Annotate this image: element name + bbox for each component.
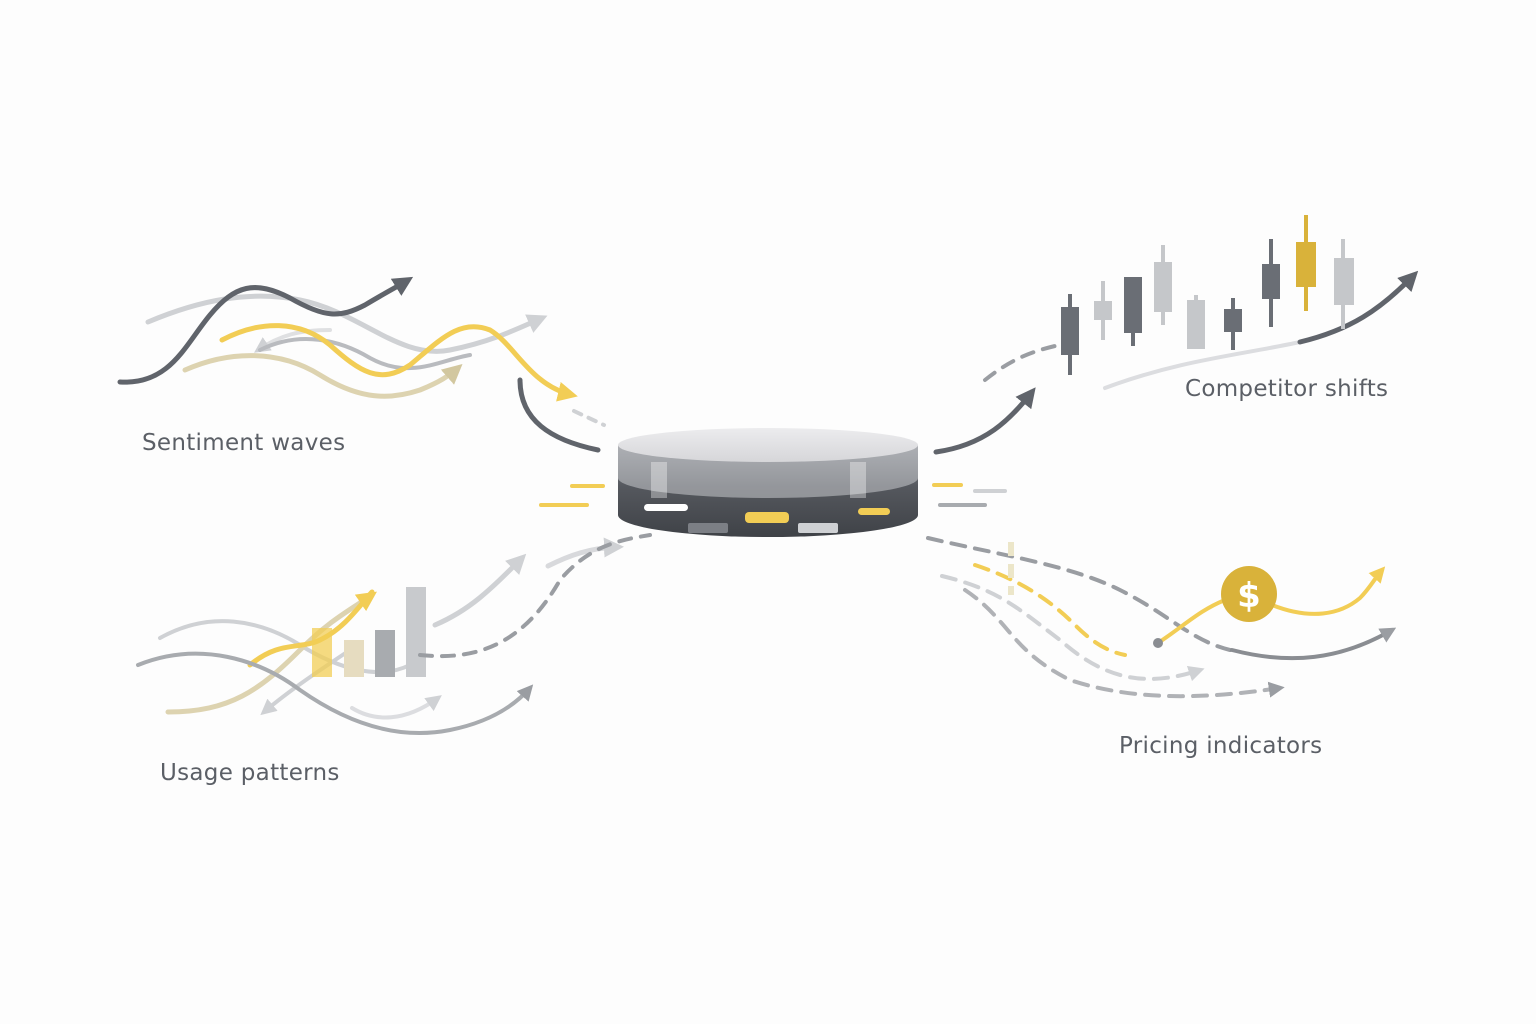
pricing-dashed-flow-1: [926, 536, 1232, 652]
usage-wave-small: [350, 695, 442, 720]
sentiment-to-hub-connector: [517, 377, 601, 453]
candlestick-8: [1296, 215, 1316, 311]
candlestick-4: [1154, 245, 1172, 325]
dollar-coin-icon: [1221, 566, 1277, 622]
hub-glass-panel-2: [850, 462, 866, 498]
pricing-dashed-flow-2: [940, 574, 1205, 682]
pricing-dashed-flow-yellow: [973, 563, 1127, 657]
sentiment-waves-group: [117, 276, 606, 453]
usage-wave-gray: [136, 651, 534, 735]
sentiment-wave-gray: [258, 337, 472, 371]
candlestick-1: [1061, 294, 1079, 375]
sentiment-wave-light: [145, 293, 548, 354]
pricing-trend-yellow-start: [1156, 598, 1227, 645]
hub-to-competitor-arrow: [933, 387, 1036, 455]
usage-wave-beige: [165, 591, 377, 715]
usage-to-hub-arrow-2: [545, 537, 624, 569]
dollar-sign-icon: $: [1237, 576, 1261, 616]
candlestick-3: [1124, 277, 1142, 346]
competitor-shifts-label: Competitor shifts: [1185, 376, 1389, 402]
candlestick-9: [1334, 239, 1354, 329]
usage-wave-back-arrow: [260, 648, 352, 716]
competitor-trend-dark: [1297, 270, 1419, 345]
usage-to-hub-arrow-1: [432, 553, 527, 628]
sentiment-wave-beige: [182, 353, 463, 399]
hub-glass-panel-1: [651, 462, 667, 498]
hub-light-gray-2: [798, 523, 838, 533]
central-hub: [539, 428, 1007, 537]
hub-light-white: [644, 504, 688, 511]
usage-bar-2: [344, 640, 364, 677]
sentiment-to-hub-dash: [572, 409, 606, 427]
candlestick-2: [1094, 281, 1112, 340]
hub-light-gray-1: [688, 523, 728, 533]
candlestick-5: [1187, 295, 1205, 349]
hub-top-surface: [618, 428, 918, 462]
hub-light-yellow: [745, 512, 789, 523]
usage-patterns-group: [136, 533, 652, 735]
sentiment-wave-dark: [117, 276, 414, 385]
candlestick-6: [1224, 298, 1242, 350]
usage-patterns-label: Usage patterns: [160, 760, 340, 786]
competitor-shifts-group: [933, 215, 1419, 455]
pricing-indicators-label: Pricing indicators: [1119, 733, 1323, 759]
pricing-trend-yellow: [1270, 566, 1386, 616]
candlestick-7: [1262, 239, 1280, 327]
usage-bar-4: [406, 587, 426, 677]
usage-bar-1: [312, 628, 332, 677]
competitor-trend-light: [1103, 340, 1302, 390]
hub-light-yellow-right: [858, 508, 890, 515]
sentiment-wave-yellow: [219, 323, 578, 402]
usage-bar-3: [375, 630, 395, 677]
pricing-trend-dark: [1230, 627, 1397, 661]
competitor-dashed-entry: [983, 344, 1057, 382]
usage-to-hub-dashed: [418, 533, 652, 659]
sentiment-waves-label: Sentiment waves: [142, 430, 346, 456]
pricing-indicators-group: $: [926, 536, 1397, 699]
pricing-start-dot: [1153, 638, 1163, 648]
